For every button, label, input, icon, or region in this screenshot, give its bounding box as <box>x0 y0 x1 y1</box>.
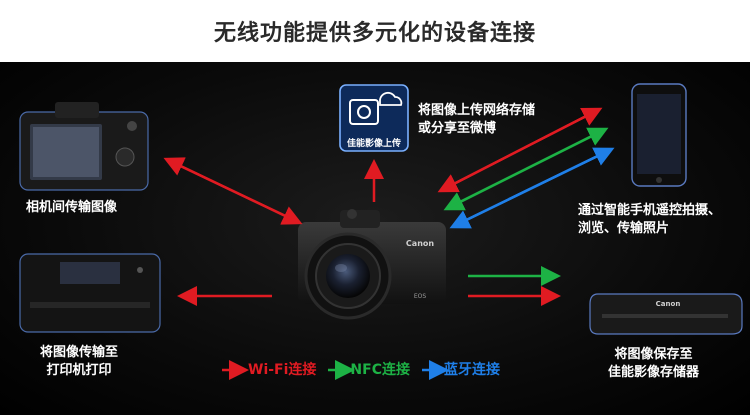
cloud-label-line2: 或分享至微博 <box>418 121 497 136</box>
storage-label: 将图像保存至 佳能影像存储器 <box>608 346 699 382</box>
legend-bluetooth-label: 蓝牙连接 <box>443 362 500 378</box>
legend-wifi-label: Wi-Fi连接 <box>248 362 317 378</box>
printer-label: 将图像传输至 打印机打印 <box>40 344 118 380</box>
legend-nfc-label: NFC连接 <box>350 362 410 378</box>
arrow-center-to-phone-red <box>441 107 603 192</box>
legend-wifi: Wi-Fi连接 <box>248 359 316 379</box>
arrow-center-to-phone-blue <box>453 147 615 228</box>
storage-device-icon <box>589 293 743 335</box>
page-title: 无线功能提供多元化的设备连接 <box>213 21 536 46</box>
diagram-stage: 佳能影像上传 Canon Canon EOS <box>0 62 750 415</box>
center-brand: Canon <box>406 239 434 248</box>
page-header: 无线功能提供多元化的设备连接 <box>0 0 750 62</box>
mirrorless-camera-icon <box>298 209 446 320</box>
storage-label-line2: 佳能影像存储器 <box>608 365 700 380</box>
smartphone-icon <box>631 83 687 187</box>
connection-legend: Wi-Fi连接 NFC连接 蓝牙连接 <box>222 359 500 379</box>
legend-bluetooth: 蓝牙连接 <box>444 359 500 379</box>
legend-nfc: NFC连接 <box>350 359 410 379</box>
printer-icon <box>19 253 161 333</box>
printer-label-line2: 打印机打印 <box>46 363 112 378</box>
cloud-upload-icon <box>339 84 409 152</box>
phone-label-line1: 通过智能手机遥控拍摄、 <box>578 203 722 218</box>
phone-label-line2: 浏览、传输照片 <box>578 221 670 236</box>
arrow-center-to-phone-green <box>447 127 609 210</box>
phone-label: 通过智能手机遥控拍摄、 浏览、传输照片 <box>578 202 721 238</box>
storage-brand: Canon <box>656 300 681 308</box>
cloud-label-line1: 将图像上传网络存储 <box>418 103 536 118</box>
storage-label-line1: 将图像保存至 <box>614 347 693 362</box>
camera-label: 相机间传输图像 <box>26 200 118 215</box>
center-model: EOS <box>414 293 427 300</box>
printer-label-line1: 将图像传输至 <box>40 345 119 360</box>
arrow-center-to-camera <box>163 157 299 224</box>
connection-diagram: 佳能影像上传 Canon Canon EOS <box>19 83 743 380</box>
cloud-label: 将图像上传网络存储 或分享至微博 <box>418 102 535 138</box>
camera-icon <box>19 102 149 191</box>
cloud-badge-text: 佳能影像上传 <box>347 137 401 149</box>
